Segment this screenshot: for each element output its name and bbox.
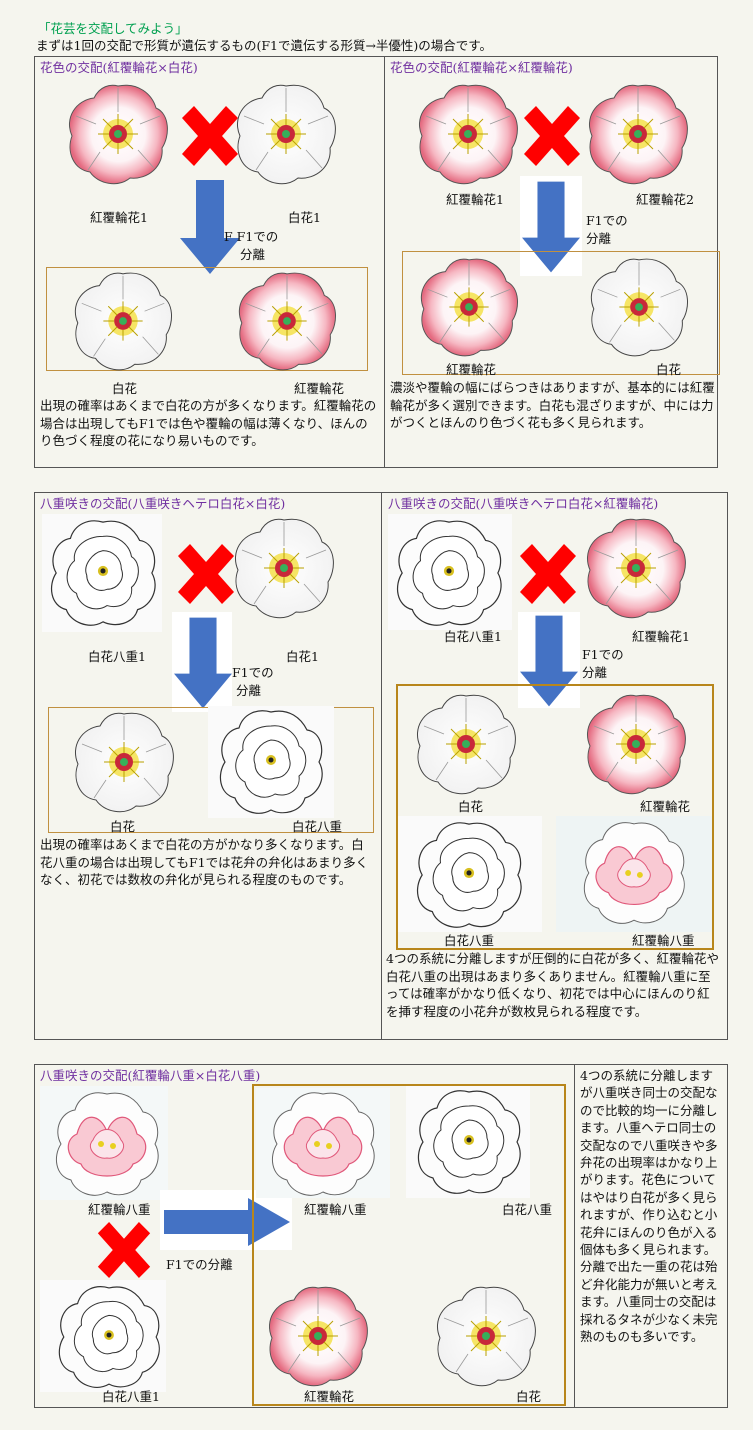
parent2-label: 白花1	[286, 649, 319, 664]
section1-frame	[34, 56, 718, 468]
arrow-down-icon	[180, 180, 240, 274]
child2-label: 白花八重	[502, 1202, 553, 1217]
section1-left-note: 出現の確率はあくまで白花の方が多くなります。紅覆輪花の場合は出現してもF1では色…	[40, 398, 377, 448]
section1-right-heading: 花色の交配(紅覆輪花×紅覆輪花)	[390, 60, 573, 75]
child4-flower-image	[574, 818, 694, 928]
child1-label: 白花	[458, 799, 484, 814]
f1-result-frame	[402, 251, 720, 375]
child1-flower-image	[414, 252, 524, 362]
section2-left-heading: 八重咲きの交配(八重咲きヘテロ白花×白花)	[40, 496, 286, 511]
f1-result-frame	[46, 267, 368, 371]
child1-label: 紅覆輪八重	[304, 1202, 367, 1217]
child2-label: 紅覆輪花	[294, 381, 345, 396]
arrow-down-icon	[522, 180, 580, 274]
child1-label: 白花	[112, 381, 138, 396]
parent2-flower-image	[228, 512, 340, 624]
child3-label: 白花八重	[444, 933, 495, 948]
f1-label-split: 分離	[236, 683, 262, 698]
parent1-flower-image	[62, 78, 174, 190]
parent2-flower-image	[582, 78, 694, 190]
parent2-label: 白花八重1	[102, 1389, 160, 1404]
parent1-label: 紅覆輪花1	[446, 192, 504, 207]
child4-label: 紅覆輪八重	[632, 933, 695, 948]
child3-flower-image	[412, 818, 526, 932]
child2-label: 紅覆輪花	[640, 799, 691, 814]
cross-icon	[522, 102, 582, 170]
cross-icon	[96, 1218, 152, 1282]
parent1-flower-image	[48, 1088, 166, 1200]
child1-flower-image	[68, 706, 180, 818]
cross-icon	[518, 540, 578, 608]
child1-label: 白花	[110, 819, 136, 834]
f1-label: F1での分離	[166, 1257, 233, 1272]
child2-flower-image	[580, 688, 692, 800]
f1-label-split: 分離	[240, 247, 266, 262]
parent1-flower-image	[46, 516, 160, 630]
parent1-label: 白花八重1	[88, 649, 146, 664]
section3-note: 4つの系統に分離しますが八重咲き同士の交配なので比較的均一に分離します。八重ヘテ…	[580, 1068, 718, 1345]
child1-flower-image	[68, 266, 178, 376]
child1-flower-image	[264, 1088, 382, 1200]
section2-left-note: 出現の確率はあくまで白花の方がかなり多くなります。白花八重の場合は出現してもF1…	[40, 837, 369, 887]
arrow-down-icon	[520, 614, 578, 708]
child1-label: 紅覆輪花	[446, 362, 497, 377]
intro-text: まずは1回の交配で形質が遺伝するもの(F1で遺伝する形質→半優性)の場合です。	[36, 38, 493, 53]
f1-label: F1での	[586, 213, 628, 228]
cross-icon	[176, 540, 236, 608]
section1-left-heading: 花色の交配(紅覆輪花×白花)	[40, 60, 198, 75]
parent1-label: 紅覆輪八重	[88, 1202, 151, 1217]
parent1-label: 白花八重1	[444, 629, 502, 644]
child1-flower-image	[410, 688, 522, 800]
child4-flower-image	[430, 1280, 542, 1392]
child2-flower-image	[214, 706, 328, 818]
f1-label-split: 分離	[582, 665, 608, 680]
f1-label: F1での	[232, 665, 274, 680]
child4-label: 白花	[516, 1389, 542, 1404]
child3-label: 紅覆輪花	[304, 1389, 355, 1404]
parent2-flower-image	[52, 1282, 166, 1392]
child2-flower-image	[584, 252, 694, 362]
child2-label: 白花八重	[292, 819, 343, 834]
f1-label: F F1での	[224, 229, 279, 244]
parent1-label: 紅覆輪花1	[90, 210, 148, 225]
section2-right-note: 4つの系統に分離しますが圧倒的に白花が多く、紅覆輪花や白花八重の出現はあまり多く…	[386, 951, 719, 1019]
section3-divider	[574, 1064, 575, 1408]
arrow-right-icon	[164, 1198, 290, 1246]
child2-flower-image	[232, 266, 342, 376]
section3-frame	[34, 1064, 728, 1408]
page-title: 「花芸を交配してみよう」	[38, 21, 188, 36]
parent1-flower-image	[412, 78, 524, 190]
f1-label-split: 分離	[586, 231, 612, 246]
section2-divider	[381, 492, 382, 1040]
child2-flower-image	[412, 1086, 526, 1198]
f1-label: F1での	[582, 647, 624, 662]
parent1-flower-image	[392, 516, 506, 630]
child3-flower-image	[262, 1280, 374, 1392]
parent2-label: 紅覆輪花2	[636, 192, 694, 207]
section1-divider	[384, 56, 385, 468]
parent2-flower-image	[230, 78, 342, 190]
child2-label: 白花	[656, 362, 682, 377]
section3-heading: 八重咲きの交配(紅覆輪八重×白花八重)	[40, 1068, 261, 1083]
parent2-label: 白花1	[288, 210, 321, 225]
arrow-down-icon	[174, 616, 232, 710]
parent2-flower-image	[580, 512, 692, 624]
f1-result-frame	[396, 684, 714, 950]
f1-result-frame	[252, 1084, 566, 1406]
section1-right-note: 濃淡や覆輪の幅にばらつきはありますが、基本的には紅覆輪花が多く選別できます。白花…	[390, 380, 715, 430]
section2-right-heading: 八重咲きの交配(八重咲きヘテロ白花×紅覆輪花)	[388, 496, 659, 511]
parent2-label: 紅覆輪花1	[632, 629, 690, 644]
